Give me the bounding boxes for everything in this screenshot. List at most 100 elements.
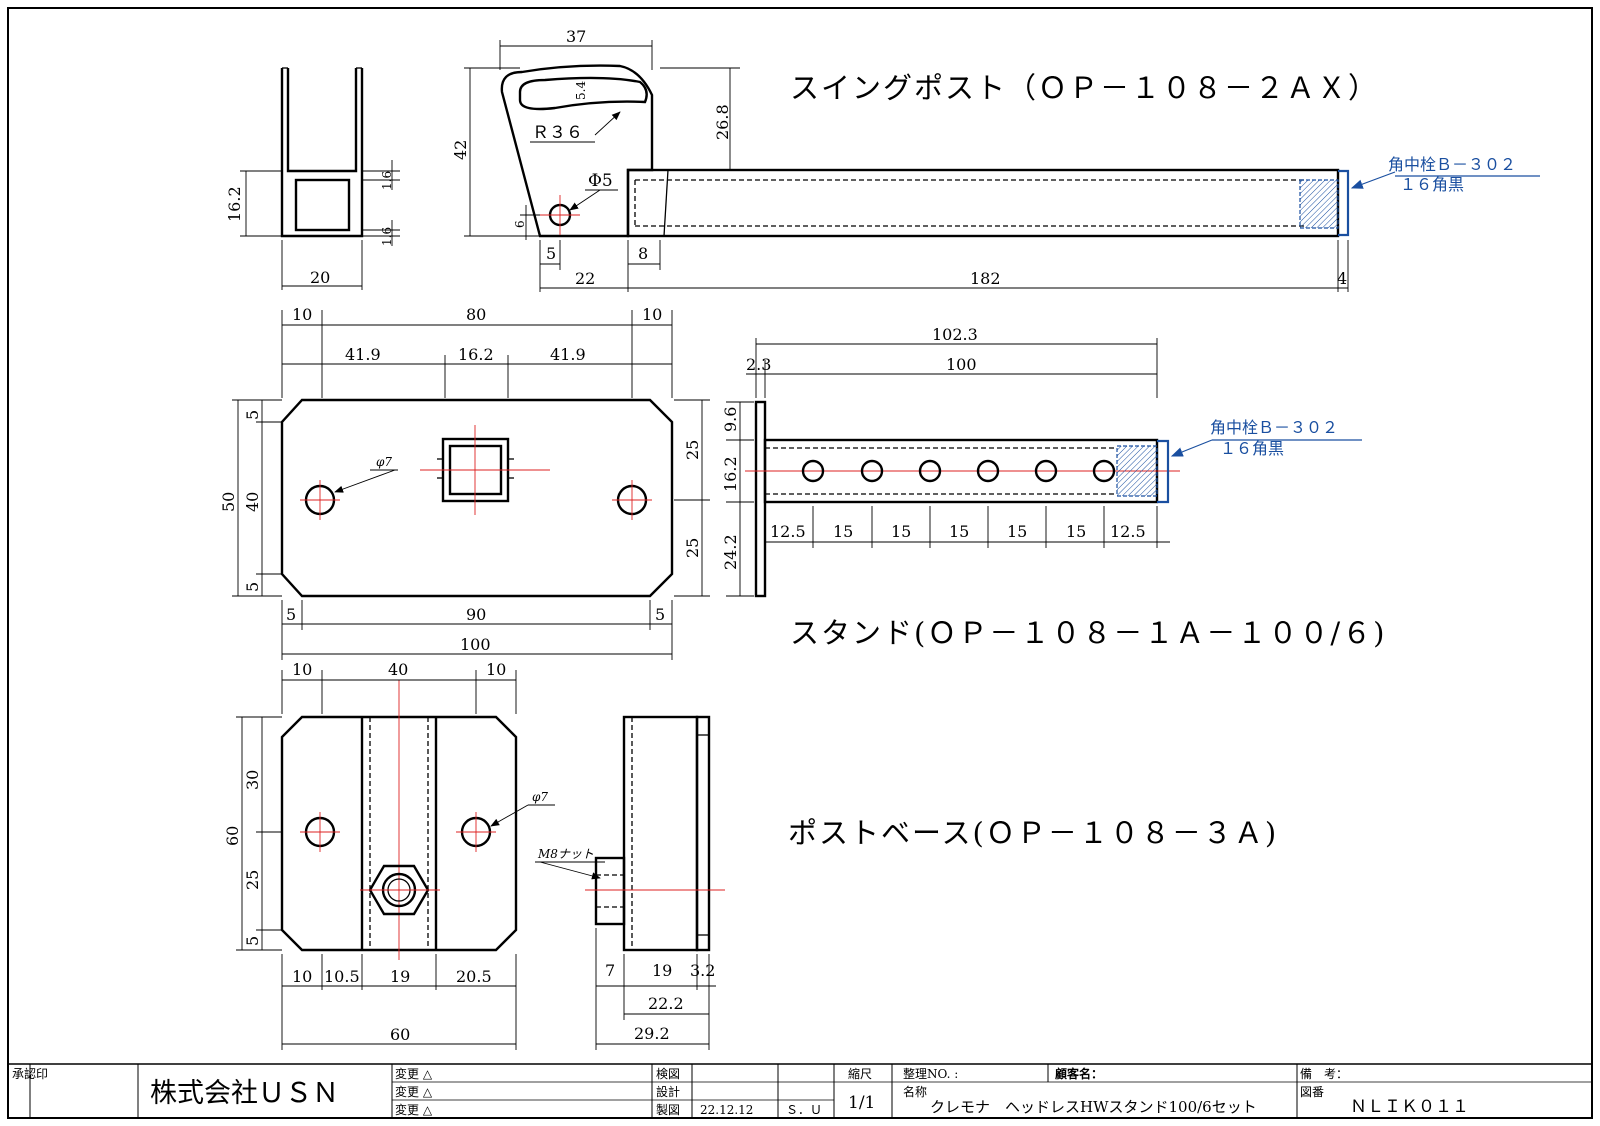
dim-plate-edge-left: 10 xyxy=(292,305,312,324)
post-base-side-view: M8ナット 7 19 3.2 22.2 29.2 xyxy=(535,715,725,1050)
note-base-phi7: φ7 xyxy=(532,790,548,804)
dim-side-height: 16.2 xyxy=(225,186,244,222)
note-plate-phi7: φ7 xyxy=(376,455,392,469)
dim-slot-width: 5.4 xyxy=(574,81,588,100)
dim-plate-total-width: 100 xyxy=(460,635,491,654)
dim-plate-seg-left: 41.9 xyxy=(345,345,381,364)
customer-label: 顧客名： xyxy=(1055,1066,1103,1081)
design-label: 設計 xyxy=(656,1084,680,1099)
dim-stand-pitch: 15 xyxy=(891,522,911,541)
drawing-no: ＮＬＩＫ０１１ xyxy=(1350,1097,1469,1117)
dim-plate-bottom-right: 5 xyxy=(655,605,665,624)
dim-plate-seg-mid: 16.2 xyxy=(458,345,494,364)
approval-stamp-label: 承認印 xyxy=(12,1066,48,1081)
note-peg-stand-line2: １６角黒 xyxy=(1220,439,1284,458)
change-row-2: 変更 △ xyxy=(395,1084,433,1099)
note-radius: Ｒ３６ xyxy=(532,123,583,143)
dim-base-bottom-seg: 10 xyxy=(292,967,312,986)
dim-plate-lower-half: 25 xyxy=(683,538,702,558)
dim-base-top-mid: 40 xyxy=(388,660,408,679)
dim-plate-height-inner: 40 xyxy=(243,492,262,512)
dim-side-wall-bottom: 1.6 xyxy=(380,227,394,246)
note-peg-top-line1: 角中栓Ｂ－３０２ xyxy=(1388,155,1516,174)
note-nut: M8ナット xyxy=(537,847,594,861)
dim-stand-bottom: 24.2 xyxy=(721,534,740,570)
change-row-3: 変更 △ xyxy=(395,1102,433,1117)
drawn-date: 22.12.12 xyxy=(700,1103,753,1117)
company-name: 株式会社ＵＳＮ xyxy=(150,1078,339,1109)
dim-plate-bottom-left: 5 xyxy=(286,605,296,624)
side-view-channel: 16.2 1.6 1.6 20 xyxy=(225,67,400,290)
dim-stand-overall: 102.3 xyxy=(932,325,978,344)
change-row-1: 変更 △ xyxy=(395,1066,433,1081)
swing-post-view: 角中栓Ｂ－３０２ １６角黒 5.4 Ｒ３６ Φ5 37 42 26.8 6 xyxy=(451,27,1540,292)
title-stand: スタンド(ＯＰ－１０８－１Ａ－１００/６) xyxy=(790,616,1386,650)
dim-swing-hole-offset: 6 xyxy=(513,220,527,228)
drawn-label: 製図 xyxy=(656,1103,680,1117)
peg-hatch-stand xyxy=(1116,445,1158,497)
dim-base-bottom-seg: 20.5 xyxy=(456,967,492,986)
dim-plate-span: 80 xyxy=(466,305,486,324)
dim-base-top-left: 10 xyxy=(292,660,312,679)
dim-base-bottom-seg: 10.5 xyxy=(324,967,360,986)
inspect-label: 検図 xyxy=(656,1067,680,1081)
dim-stand-pitch: 15 xyxy=(1007,522,1027,541)
sheet-border xyxy=(7,7,1593,1119)
dim-base-total-width: 60 xyxy=(390,1025,410,1044)
dim-side-width: 20 xyxy=(310,268,330,287)
dim-swing-tube-length: 182 xyxy=(970,269,1001,288)
scale-label: 縮尺 xyxy=(848,1066,872,1081)
dim-stand-pitch: 12.5 xyxy=(770,522,806,541)
dim-stand-pitch: 15 xyxy=(1066,522,1086,541)
change-label: 変更 xyxy=(395,1084,419,1099)
dim-swing-height: 42 xyxy=(451,140,470,160)
change-label: 変更 xyxy=(395,1066,419,1081)
title-block: 承認印 株式会社ＵＳＮ 変更 △ 変更 △ 変更 △ 検図 設計 製図 22.1… xyxy=(8,1063,1592,1118)
peg-hatch-top xyxy=(1299,179,1339,229)
dim-stand-pitch: 15 xyxy=(949,522,969,541)
note-hole-phi5: Φ5 xyxy=(588,171,613,191)
dim-stand-top: 9.6 xyxy=(721,407,740,432)
change-label: 変更 xyxy=(395,1102,419,1117)
dim-plate-seg-right: 41.9 xyxy=(550,345,586,364)
dim-base-chamfer: 5 xyxy=(243,936,262,946)
dim-base-side-seg: 7 xyxy=(605,961,615,980)
dim-base-bottom-seg: 19 xyxy=(390,967,410,986)
dim-base-side-seg: 19 xyxy=(652,961,672,980)
dim-base-side-seg: 3.2 xyxy=(690,961,715,980)
name-label: 名称 xyxy=(903,1084,927,1099)
dim-stand-pitch: 12.5 xyxy=(1110,522,1146,541)
remarks-label: 備 考： xyxy=(1300,1066,1348,1081)
stand-view: 角中栓Ｂ－３０２ １６角黒 102.3 2.3 100 9.6 16.2 24.… xyxy=(721,325,1362,598)
dim-plate-edge-right: 10 xyxy=(642,305,662,324)
dim-stand-pitch: 15 xyxy=(833,522,853,541)
title-swing-post: スイングポスト（ＯＰ－１０８－２ＡＸ） xyxy=(790,71,1379,105)
dim-plate-height-total: 50 xyxy=(219,492,238,512)
dim-base-side-width-2: 29.2 xyxy=(634,1024,670,1043)
number-label: 整理NO. : xyxy=(903,1066,958,1081)
dim-base-total-height: 60 xyxy=(223,826,242,846)
product-name: クレモナ ヘッドレスHWスタンド100/6セット xyxy=(930,1098,1257,1116)
change-mark: △ xyxy=(423,1103,433,1117)
change-mark: △ xyxy=(423,1067,433,1081)
dim-swing-cap: 4 xyxy=(1337,269,1347,288)
stand-holes xyxy=(801,459,1116,483)
dim-base-side-width-1: 22.2 xyxy=(648,994,684,1013)
dim-stand-tube-height: 16.2 xyxy=(721,456,740,492)
dim-base-lower: 25 xyxy=(243,870,262,890)
note-peg-stand-line1: 角中栓Ｂ－３０２ xyxy=(1210,418,1338,437)
dim-plate-chamfer-top: 5 xyxy=(243,410,262,420)
dim-swing-top-length: 37 xyxy=(566,27,586,46)
change-mark: △ xyxy=(423,1085,433,1099)
dim-swing-tube-wall: 8 xyxy=(638,244,648,263)
dim-plate-chamfer-bottom: 5 xyxy=(243,582,262,592)
dim-base-top-right: 10 xyxy=(486,660,506,679)
dim-side-wall-top: 1.6 xyxy=(380,171,394,190)
dim-swing-head-length: 22 xyxy=(575,269,595,288)
note-peg-top-line2: １６角黒 xyxy=(1400,175,1464,194)
post-base-view: φ7 10 40 10 30 60 25 5 10 10.5 19 20.5 6… xyxy=(223,660,555,1050)
dim-stand-tube: 100 xyxy=(946,355,977,374)
title-post-base: ポストベース(ＯＰ－１０８－３Ａ) xyxy=(788,816,1278,850)
scale-value: 1/1 xyxy=(848,1093,875,1113)
drawing-no-label: 図番 xyxy=(1300,1085,1324,1099)
